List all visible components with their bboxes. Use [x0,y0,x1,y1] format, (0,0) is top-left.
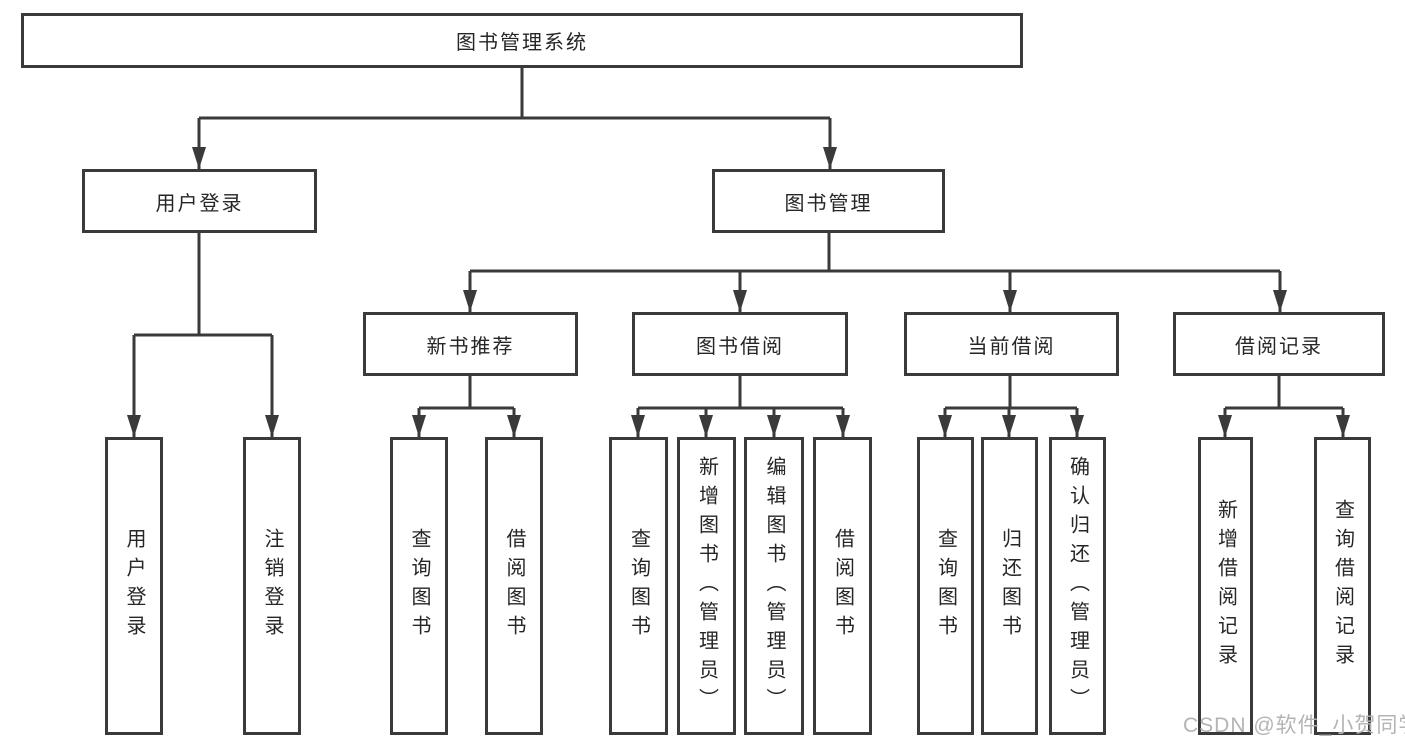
node-book-borrow: 图书借阅 [632,312,848,376]
connector-borrow-records-to-leaves [1218,376,1350,437]
leaf-query-books: 查询图书 [917,437,974,735]
node-book-management: 图书管理 [712,169,945,233]
leaf-query-books: 查询图书 [609,437,668,735]
leaf-label: 注销登录 [261,528,283,644]
leaf-label: 归还图书 [998,528,1021,644]
leaf-add-books-admin: 新增图书（管理员） [677,437,736,735]
leaf-logout: 注销登录 [243,437,301,735]
leaf-query-books: 查询图书 [390,437,448,735]
node-library-management-system: 图书管理系统 [21,13,1023,68]
leaf-user-login: 用户登录 [105,437,163,735]
leaf-label: 查询图书 [934,528,957,644]
connector-book-borrow-to-leaves [631,376,850,437]
leaf-label: 确认归还（管理员） [1066,455,1089,717]
leaf-return-books: 归还图书 [981,437,1038,735]
connector-new-book-recommend-to-leaves [412,376,521,437]
node-user-login: 用户登录 [82,169,317,233]
leaf-borrow-books: 借阅图书 [813,437,872,735]
leaf-label: 借阅图书 [831,528,854,644]
leaf-label: 借阅图书 [503,528,525,644]
leaf-query-borrow-record: 查询借阅记录 [1314,437,1371,735]
connector-current-borrow-to-leaves [938,376,1084,437]
node-current-borrow: 当前借阅 [904,312,1119,376]
leaf-add-borrow-record: 新增借阅记录 [1198,437,1253,735]
leaf-edit-books-admin: 编辑图书（管理员） [744,437,804,735]
connector-user-login-to-leaves [127,233,279,437]
leaf-label: 新增图书（管理员） [695,455,718,717]
leaf-label: 查询借阅记录 [1331,499,1354,673]
leaf-label: 查询图书 [627,528,650,644]
leaf-borrow-books: 借阅图书 [485,437,543,735]
node-new-book-recommend: 新书推荐 [363,312,578,376]
csdn-watermark: CSDN @软件_小贺同学 [1183,714,1405,737]
connector-root-to-level2 [192,67,837,169]
leaf-confirm-return-admin: 确认归还（管理员） [1049,437,1106,735]
leaf-label: 查询图书 [408,528,430,644]
leaf-label: 新增借阅记录 [1214,499,1237,673]
leaf-label: 用户登录 [123,528,145,644]
node-borrow-records: 借阅记录 [1173,312,1385,376]
connector-book-management-to-level3 [463,233,1287,312]
leaf-label: 编辑图书（管理员） [763,455,785,717]
